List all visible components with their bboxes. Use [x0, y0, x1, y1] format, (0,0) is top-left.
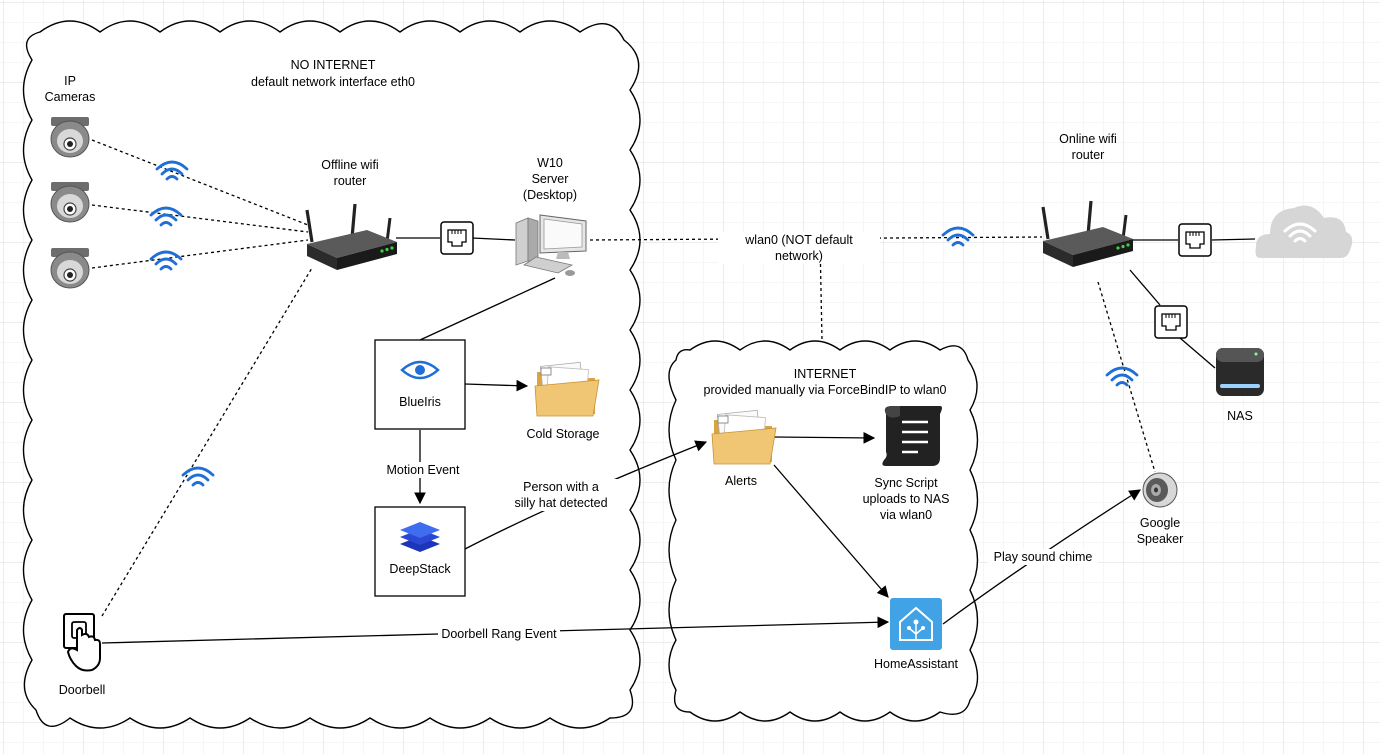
motion-event-edge-label: Motion Event [380, 462, 466, 478]
nas-label: NAS [1227, 409, 1253, 423]
hard-drive-icon [1216, 348, 1264, 396]
no-internet-zone-title: NO INTERNET [290, 58, 376, 72]
doorbell-label: Doorbell [58, 683, 106, 697]
wlan0-internet-link [819, 239, 823, 341]
online-router-eth2-link [1129, 269, 1161, 306]
speaker-icon [1142, 472, 1178, 508]
server-label: W10 Server (Desktop) [522, 156, 578, 202]
layers-icon [400, 522, 440, 552]
person-detected-edge-label: Person with a silly hat detected [504, 479, 618, 511]
alerts-homeassistant-arrow [773, 464, 889, 598]
router-icon [1041, 199, 1135, 269]
blueiris-node[interactable] [374, 339, 466, 430]
deepstack-label: DeepStack [389, 562, 451, 576]
server-blueiris-link [419, 277, 556, 341]
alerts-sync-arrow [773, 432, 876, 444]
camera1-link [91, 139, 309, 226]
internet-zone-title: INTERNET [793, 367, 857, 381]
alerts-label: Alerts [725, 474, 757, 488]
cloud-icon [1255, 205, 1353, 258]
doorbell-press-icon[interactable] [63, 613, 101, 672]
cold-storage-label: Cold Storage [526, 427, 600, 441]
eth-cloud-link [1211, 238, 1256, 241]
sync-script-label: Sync Script uploads to NAS via wlan0 [862, 476, 950, 522]
blueiris-coldstorage-arrow [464, 379, 529, 392]
home-assistant-icon[interactable] [890, 598, 942, 650]
online-router-label: Online wifi router [1059, 132, 1117, 162]
offline-router-label: Offline wifi router [321, 158, 379, 188]
wifi-icon [941, 226, 975, 247]
ip-cameras-label: IP Cameras [44, 74, 96, 104]
home-assistant-label: HomeAssistant [873, 657, 959, 671]
doorbell-wifi-link [101, 267, 313, 617]
scroll-icon [882, 406, 942, 466]
dome-camera-icon [50, 116, 90, 158]
camera2-link [91, 204, 309, 233]
eth-server-link [471, 237, 516, 241]
doorbell-rang-edge-label: Doorbell Rang Event [438, 626, 560, 642]
ethernet-port-icon [1178, 223, 1212, 257]
no-internet-zone [22, 20, 641, 729]
desktop-computer-icon [515, 214, 587, 276]
ethernet-port-icon [1154, 305, 1188, 339]
dome-camera-icon [50, 181, 90, 223]
google-speaker-label: Google Speaker [1136, 516, 1184, 546]
dome-camera-icon [50, 247, 90, 289]
play-chime-edge-label: Play sound chime [988, 549, 1098, 565]
no-internet-zone-subtitle: default network interface eth0 [251, 75, 415, 89]
wlan0-edge-label: wlan0 (NOT default network) [718, 232, 880, 264]
blueiris-label: BlueIris [399, 395, 441, 409]
eth2-nas-link [1179, 337, 1216, 369]
camera3-link [91, 239, 309, 269]
wifi-icon [1105, 366, 1139, 387]
eye-icon [400, 360, 440, 380]
internet-zone-subtitle: provided manually via ForceBindIP to wla… [703, 383, 947, 397]
ethernet-port-icon [440, 221, 474, 255]
